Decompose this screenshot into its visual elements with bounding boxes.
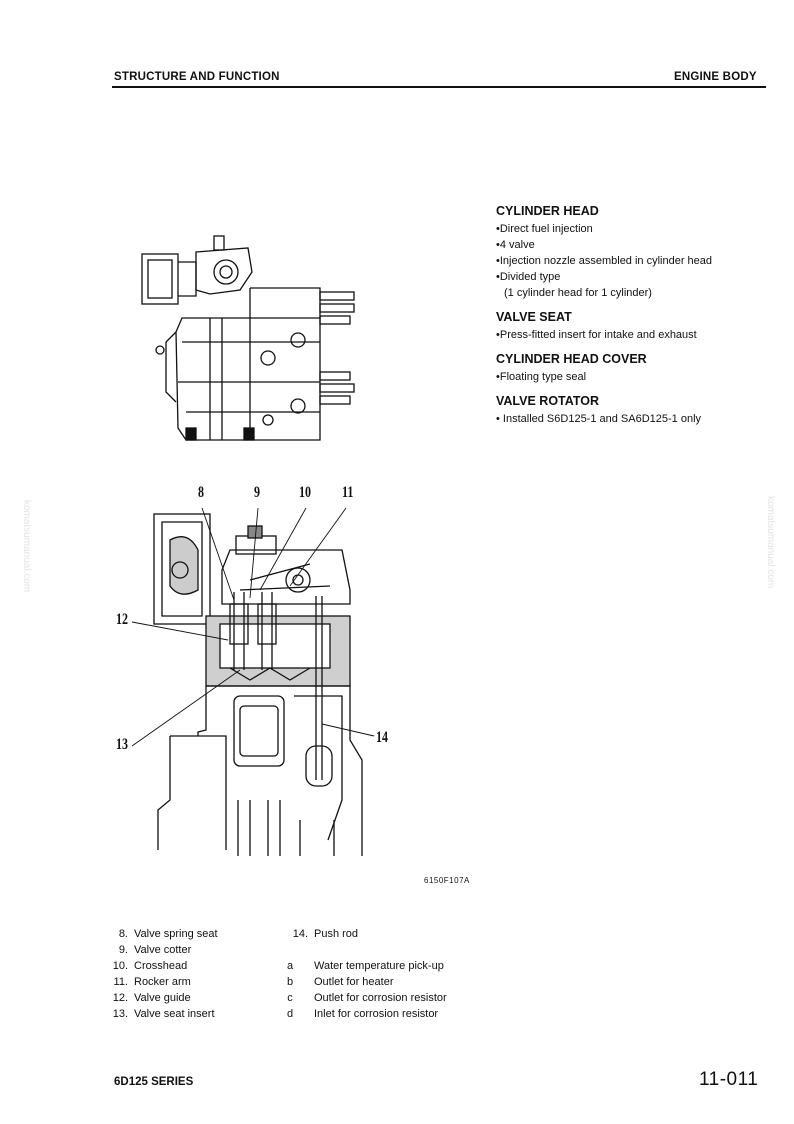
callout-9: 9: [254, 484, 260, 501]
footer-series: 6D125 SERIES: [114, 1076, 194, 1088]
section-title: CYLINDER HEAD: [496, 204, 599, 218]
section-title: CYLINDER HEAD COVER: [496, 352, 647, 366]
callout-8: 8: [198, 484, 204, 501]
cylinder-head-section-drawing: [131, 507, 375, 856]
legend-text: Outlet for corrosion resistor: [314, 992, 447, 1004]
legend-left: 8. Valve spring seat 9. Valve cotter 10. Cr…: [96, 926, 218, 1022]
legend-num: 14.: [292, 928, 308, 940]
legend-row: 10. Crosshead: [96, 958, 218, 974]
legend-row: 13. Valve seat insert: [96, 1006, 218, 1022]
section-cylinder-head-cover: CYLINDER HEAD COVER •Floating type seal: [496, 352, 776, 385]
section-title: VALVE ROTATOR: [496, 394, 600, 408]
legend-row: 8. Valve spring seat: [96, 926, 218, 942]
callout-11: 11: [342, 484, 354, 501]
legend-letter: c: [287, 992, 293, 1004]
legend-num: 12.: [112, 992, 128, 1004]
legend-text: Outlet for heater: [314, 976, 394, 988]
legend-num: 10.: [112, 960, 128, 972]
legend-text: Water temperature pick-up: [314, 960, 444, 972]
header-chapter-title: ENGINE BODY: [674, 71, 757, 83]
cylinder-head-exterior-drawing: [141, 235, 355, 441]
callout-12: 12: [116, 611, 128, 628]
legend-row: 14. Push rod: [276, 926, 447, 942]
watermark-right: komatsumanual.com: [765, 496, 776, 589]
callout-13: 13: [116, 736, 128, 753]
legend-text: Valve spring seat: [134, 928, 218, 940]
callout-10: 10: [299, 484, 311, 501]
figure-code: 6150F107A: [424, 876, 470, 885]
legend-num: 11.: [113, 976, 128, 988]
watermark-left: komatsumanual.com: [21, 500, 32, 593]
section-valve-seat: VALVE SEAT •Press-fitted insert for inta…: [496, 310, 776, 343]
section-item: •Press-fitted insert for intake and exha…: [496, 329, 697, 341]
legend-text: Valve cotter: [134, 944, 192, 956]
legend-row: 9. Valve cotter: [96, 942, 218, 958]
legend-num: 13.: [112, 1008, 128, 1020]
header-rule: [112, 86, 766, 88]
legend-row: 11. Rocker arm: [96, 974, 218, 990]
legend-letter: b: [286, 976, 294, 988]
legend-row: c Outlet for corrosion resistor: [276, 990, 447, 1006]
specification-list: CYLINDER HEAD •Direct fuel injection •4 …: [496, 204, 776, 436]
section-item: •Floating type seal: [496, 371, 587, 383]
legend-right: 14. Push rod a Water temperature pick-up b…: [276, 926, 447, 1022]
legend-num: 9.: [118, 944, 128, 956]
section-item: •Injection nozzle assembled in cylinder …: [496, 255, 713, 267]
callout-14: 14: [376, 729, 388, 746]
legend-text: Valve seat insert: [134, 1008, 215, 1020]
legend-text: Valve guide: [134, 992, 191, 1004]
section-cylinder-head: CYLINDER HEAD •Direct fuel injection •4 …: [496, 204, 776, 301]
section-valve-rotator: VALVE ROTATOR • Installed S6D125-1 and S…: [496, 394, 776, 427]
legend-row: 12. Valve guide: [96, 990, 218, 1006]
legend-text: Inlet for corrosion resistor: [314, 1008, 439, 1020]
legend-letter: a: [286, 960, 294, 972]
section-item: (1 cylinder head for 1 cylinder): [504, 287, 652, 299]
section-item: •Divided type: [496, 271, 561, 283]
section-item: • Installed S6D125-1 and SA6D125-1 only: [496, 413, 702, 425]
legend-row: d Inlet for corrosion resistor: [276, 1006, 447, 1022]
legend-text: Push rod: [314, 928, 359, 940]
legend-letter: d: [286, 1008, 294, 1020]
legend-text: Crosshead: [134, 960, 188, 972]
header-section-title: STRUCTURE AND FUNCTION: [114, 71, 280, 83]
legend-text: Rocker arm: [134, 976, 191, 988]
legend-num: 8.: [118, 928, 128, 940]
legend-row: a Water temperature pick-up: [276, 958, 447, 974]
legend-row: b Outlet for heater: [276, 974, 447, 990]
section-item: •Direct fuel injection: [496, 223, 593, 235]
legend-spacer: [276, 942, 447, 958]
page-number: 11-011: [699, 1069, 759, 1090]
section-title: VALVE SEAT: [496, 310, 572, 324]
section-item: •4 valve: [496, 239, 535, 251]
